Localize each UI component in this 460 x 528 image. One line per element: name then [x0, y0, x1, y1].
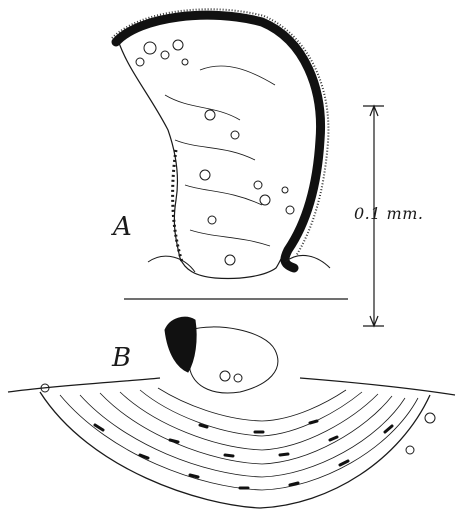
- panel-b-label: B: [112, 345, 131, 371]
- panel-a-vesicle: [205, 110, 215, 120]
- panel-b-stained-cap: [165, 317, 196, 372]
- panel-a-cell-outline: [118, 15, 318, 278]
- panel-b-drawing: [8, 317, 455, 508]
- panel-a-vesicle: [231, 131, 239, 139]
- panel-a-fibre: [165, 95, 240, 120]
- panel-a-vesicle: [208, 216, 216, 224]
- panel-a-vesicle: [200, 170, 210, 180]
- panel-b-vesicle: [220, 371, 230, 381]
- panel-a-vesicle: [173, 40, 183, 50]
- panel-a-vesicle: [286, 206, 294, 214]
- panel-b-surface-cell: [425, 413, 435, 423]
- panel-a-vesicle: [136, 58, 144, 66]
- panel-b-fibre: [158, 388, 346, 421]
- panel-a-fibre: [175, 140, 255, 160]
- scale-bar-label: 0.1 mm.: [354, 206, 423, 222]
- panel-a-drawing: [112, 9, 330, 278]
- panel-b-cell-outline: [190, 327, 278, 393]
- panel-a-vesicle: [254, 181, 262, 189]
- panel-a-fibre: [185, 185, 262, 205]
- panel-b-nuclei: [95, 421, 392, 488]
- panel-a-vesicle: [225, 255, 235, 265]
- panel-b-fibre: [80, 395, 405, 477]
- panel-b-fibre: [120, 392, 378, 450]
- panel-a-vesicle: [260, 195, 270, 205]
- panel-b-fibre: [60, 395, 418, 490]
- panel-a-fibre: [200, 66, 275, 85]
- panel-a-vesicle: [161, 51, 169, 59]
- panel-b-fibre: [100, 393, 392, 464]
- panel-a-label: A: [113, 214, 132, 240]
- panel-a-left-edge: [173, 150, 182, 262]
- panel-b-surface-cell: [406, 446, 414, 454]
- panel-a-fibre: [190, 230, 270, 246]
- panel-b-vesicle: [234, 374, 242, 382]
- panel-a-vesicle: [144, 42, 156, 54]
- panel-a-vesicle: [182, 59, 188, 65]
- panel-a-vesicle: [282, 187, 288, 193]
